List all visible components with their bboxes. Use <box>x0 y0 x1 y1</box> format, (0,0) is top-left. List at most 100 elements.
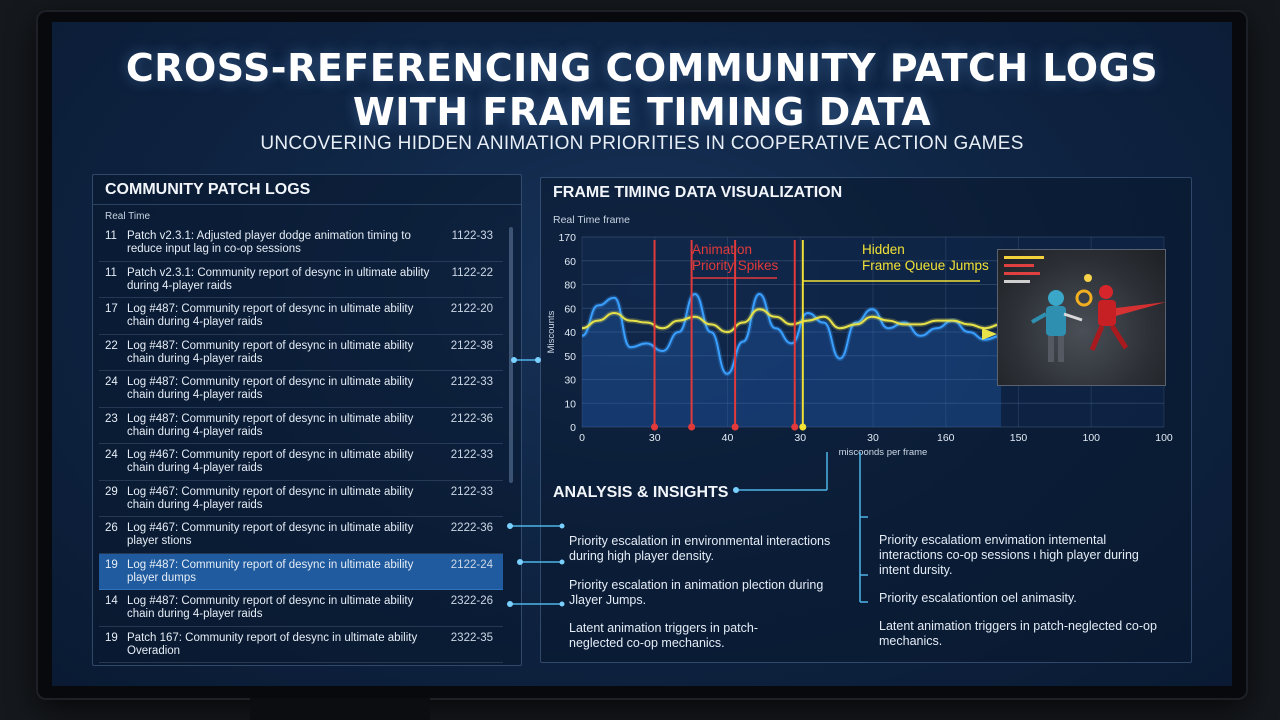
log-row-code: 2122-33 <box>450 376 493 388</box>
connector-dot <box>511 357 517 363</box>
page-subtitle: UNCOVERING HIDDEN ANIMATION PRIORITIES I… <box>260 133 1024 154</box>
connector-dot <box>507 523 513 529</box>
connector-dot <box>559 601 565 607</box>
x-tick-label: 0 <box>579 432 585 444</box>
log-row[interactable]: 19 Log #487: Community report of desync i… <box>99 553 503 590</box>
log-row-text: Log #467: Community report of desync in … <box>127 449 414 474</box>
x-tick-label: 30 <box>794 432 806 444</box>
log-row-number: 11 <box>105 230 117 242</box>
annotation-red-line1: Animation <box>692 242 752 257</box>
log-row[interactable]: 26 Log #467: Community report of desync i… <box>99 517 503 554</box>
red-marker-dot <box>688 423 696 431</box>
x-tick-label: 160 <box>937 432 955 444</box>
log-scrollbar[interactable] <box>509 227 513 483</box>
x-tick-label: 30 <box>649 432 661 444</box>
x-tick-label: 30 <box>867 432 879 444</box>
y-tick-label: 30 <box>564 375 576 387</box>
x-axis-label: miscoonds per frame <box>839 447 928 458</box>
log-row[interactable]: 19 Patch 167: Community report of desync … <box>99 627 503 663</box>
insight-left-3: Latent animation triggers in patch-negle… <box>569 621 758 650</box>
yellow-marker-dot <box>799 423 807 431</box>
log-row[interactable]: 11 Patch v2.3.1: Community report of desy… <box>99 262 503 298</box>
y-tick-label: 10 <box>564 398 576 410</box>
log-row-code: 2322-35 <box>450 631 493 644</box>
y-tick-label: 80 <box>564 280 576 292</box>
log-row-text: Patch v2.3.1: Community report of desync… <box>127 266 430 292</box>
insight-left-1: Priority escalation in environmental int… <box>569 534 831 563</box>
title-line-1: CROSS-REFERENCING COMMUNITY PATCH LOGS <box>125 46 1159 90</box>
connector-dot <box>517 559 523 565</box>
log-row-text: Log #467: Community report of desync in … <box>127 522 414 547</box>
x-tick-label: 100 <box>1082 432 1100 444</box>
game-scene-image <box>1004 256 1166 362</box>
log-row-number: 24 <box>105 376 118 388</box>
log-row-code: 2122-33 <box>450 449 493 461</box>
page-title: CROSS-REFERENCING COMMUNITY PATCH LOGS W… <box>52 46 1232 134</box>
y-tick-label: 60 <box>564 303 576 315</box>
monitor-screen: CROSS-REFERENCING COMMUNITY PATCH LOGS W… <box>52 22 1232 686</box>
log-row-text: Log #487: Community report of desync in … <box>127 595 414 620</box>
log-row-text: Patch 167: Community report of desync in… <box>127 631 418 657</box>
log-row-code: 2122-38 <box>450 339 493 352</box>
y-tick-label: 60 <box>564 256 576 268</box>
log-row-number: 11 <box>105 266 117 279</box>
connector-dot <box>733 487 739 493</box>
y-tick-label: 0 <box>570 422 576 434</box>
connector-dot <box>507 601 513 607</box>
log-row-code: 2322-26 <box>450 595 493 607</box>
log-row-number: 22 <box>105 339 118 352</box>
insight-left-2: Priority escalation in animation plectio… <box>569 578 824 607</box>
log-row-number: 19 <box>105 631 118 644</box>
patch-log-list: 11 Patch v2.3.1: Adjusted player dodge an… <box>99 225 503 663</box>
connector-dot <box>559 559 565 565</box>
log-row-text: Log #487: Community report of desync in … <box>127 412 414 438</box>
patch-logs-sublabel: Real Time <box>105 211 151 222</box>
series-line-yellow <box>581 308 1002 334</box>
log-row-number: 29 <box>105 485 118 498</box>
log-row-number: 26 <box>105 522 118 534</box>
x-tick-label: 150 <box>1010 432 1028 444</box>
log-row[interactable]: 17 Log #487: Community report of desync i… <box>99 298 503 335</box>
log-row-code: 1122-22 <box>451 266 493 279</box>
red-marker-dot <box>731 423 739 431</box>
x-tick-label: 100 <box>1155 432 1173 444</box>
red-warrior-figure <box>1089 285 1166 351</box>
red-marker-dot <box>651 423 659 431</box>
log-row-text: Log #487: Community report of desync in … <box>127 303 414 328</box>
blue-warrior-figure <box>1031 290 1083 362</box>
connector-dot <box>535 357 541 363</box>
yellow-callout-line <box>802 277 980 282</box>
series-line-blue <box>581 292 1002 375</box>
insight-right-2: Priority escalationtion oel animasity. <box>879 591 1077 605</box>
log-row[interactable]: 11 Patch v2.3.1: Adjusted player dodge an… <box>99 225 503 262</box>
log-row-text: Log #487: Community report of desync in … <box>127 558 414 584</box>
yellow-arrowhead <box>982 328 997 340</box>
log-row-number: 19 <box>105 558 118 571</box>
y-tick-label: 170 <box>558 232 576 244</box>
annotation-yellow-line2: Frame Queue Jumps <box>862 258 989 273</box>
connector-dot <box>559 523 565 529</box>
log-row-number: 17 <box>105 303 118 315</box>
x-tick-label: 40 <box>722 432 734 444</box>
log-row-code: 2122-36 <box>450 412 493 425</box>
log-row[interactable]: 23 Log #487: Community report of desync i… <box>99 408 503 444</box>
y-axis-label: Miscounts <box>546 310 557 353</box>
monitor-stand <box>250 698 430 720</box>
log-row-code: 1122-33 <box>451 230 493 242</box>
annotation-yellow-line1: Hidden <box>862 242 905 257</box>
log-row-text: Patch v2.3.1: Adjusted player dodge anim… <box>127 230 411 255</box>
series-area <box>582 294 1002 427</box>
yellow-effect <box>1075 274 1093 307</box>
annotation-red-line2: Priority Spikes <box>692 258 779 273</box>
game-scene-thumbnail <box>997 249 1166 386</box>
log-row-code: 2122-33 <box>450 485 493 498</box>
hud-overlay <box>1004 256 1044 283</box>
title-line-2: WITH FRAME TIMING DATA <box>352 90 932 134</box>
log-row-number: 23 <box>105 412 118 425</box>
